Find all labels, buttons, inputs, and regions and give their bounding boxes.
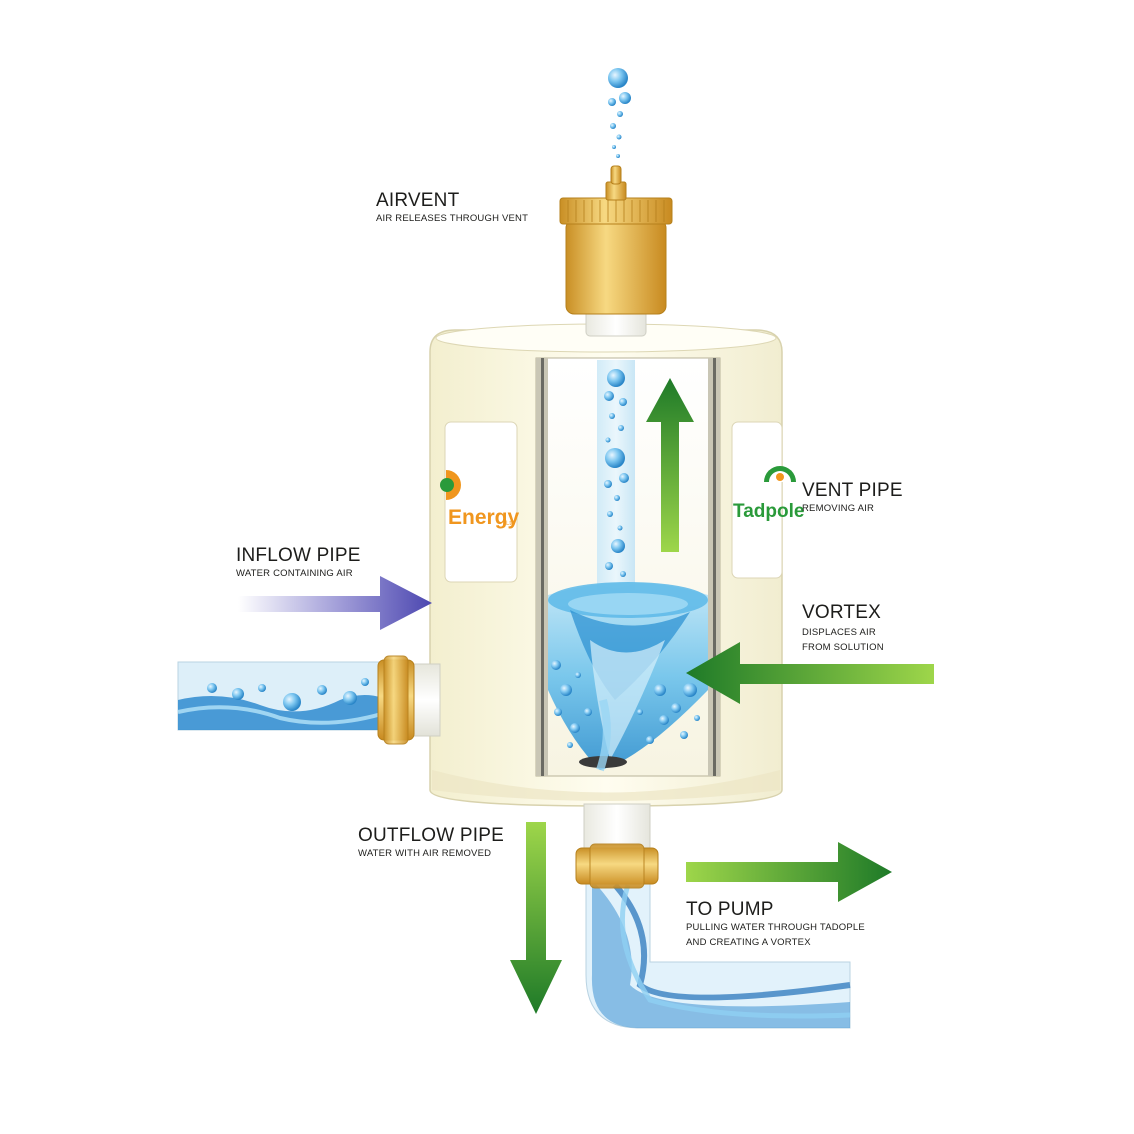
airvent-subtitle: AIR RELEASES THROUGH VENT — [376, 213, 528, 224]
vortex-bubbles — [551, 660, 700, 748]
logo-tadpole-text: Tadpole — [733, 501, 804, 522]
to-pump-subtitle-line2: AND CREATING A VORTEX — [686, 937, 811, 948]
air-bubbles-icon — [608, 68, 631, 158]
vortex-subtitle-line2: FROM SOLUTION — [802, 642, 884, 653]
vent-pipe-title: VENT PIPE — [802, 480, 903, 501]
to-pump-arrow-icon — [686, 842, 892, 902]
inflow-pipe-title: INFLOW PIPE — [236, 545, 361, 566]
logo-energy-text: Energy — [448, 506, 520, 529]
vortex-subtitle-line1: DISPLACES AIR — [802, 627, 876, 638]
inflow-pipe-subtitle: WATER CONTAINING AIR — [236, 568, 353, 579]
airvent — [559, 165, 673, 337]
airvent-title: AIRVENT — [376, 190, 460, 211]
logo-ltd-text: Ltd — [506, 521, 514, 527]
outflow-pipe-subtitle: WATER WITH AIR REMOVED — [358, 848, 491, 859]
right-brand-logo: Tadpole — [733, 466, 804, 522]
vent-bubbles — [604, 369, 629, 577]
airvent-label: AIRVENT AIR RELEASES THROUGH VENT — [376, 190, 528, 224]
inflow-arrow-icon — [238, 576, 432, 630]
inflow-pipe-label: INFLOW PIPE WATER CONTAINING AIR — [236, 545, 361, 579]
outflow-pipe-label: OUTFLOW PIPE WATER WITH AIR REMOVED — [358, 825, 504, 859]
inflow-pipe — [177, 655, 441, 745]
vent-up-arrow-icon — [646, 378, 694, 552]
to-pump-title: TO PUMP — [686, 899, 774, 920]
vortex-water — [548, 582, 708, 772]
vortex-title: VORTEX — [802, 602, 881, 623]
to-pump-subtitle-line1: PULLING WATER THROUGH TADOPLE — [686, 922, 865, 933]
tadpole-logo-icon — [764, 466, 796, 482]
to-pump-label: TO PUMP PULLING WATER THROUGH TADOPLE AN… — [686, 899, 865, 948]
left-logo-panel — [444, 421, 518, 583]
vent-pipe-label: VENT PIPE REMOVING AIR — [802, 480, 903, 514]
vent-column — [597, 360, 635, 600]
outflow-down-arrow-icon — [510, 822, 562, 1014]
left-brand-logo: Energy Ltd — [440, 470, 520, 529]
vent-pipe-subtitle: REMOVING AIR — [802, 503, 874, 514]
vortex-arrow-icon — [686, 642, 934, 704]
tadpole-logo-icon — [440, 470, 461, 500]
outflow-pipe-title: OUTFLOW PIPE — [358, 825, 504, 846]
right-logo-panel — [731, 421, 783, 579]
outflow-pipe — [575, 803, 851, 1029]
vortex-label: VORTEX DISPLACES AIR FROM SOLUTION — [802, 602, 884, 653]
